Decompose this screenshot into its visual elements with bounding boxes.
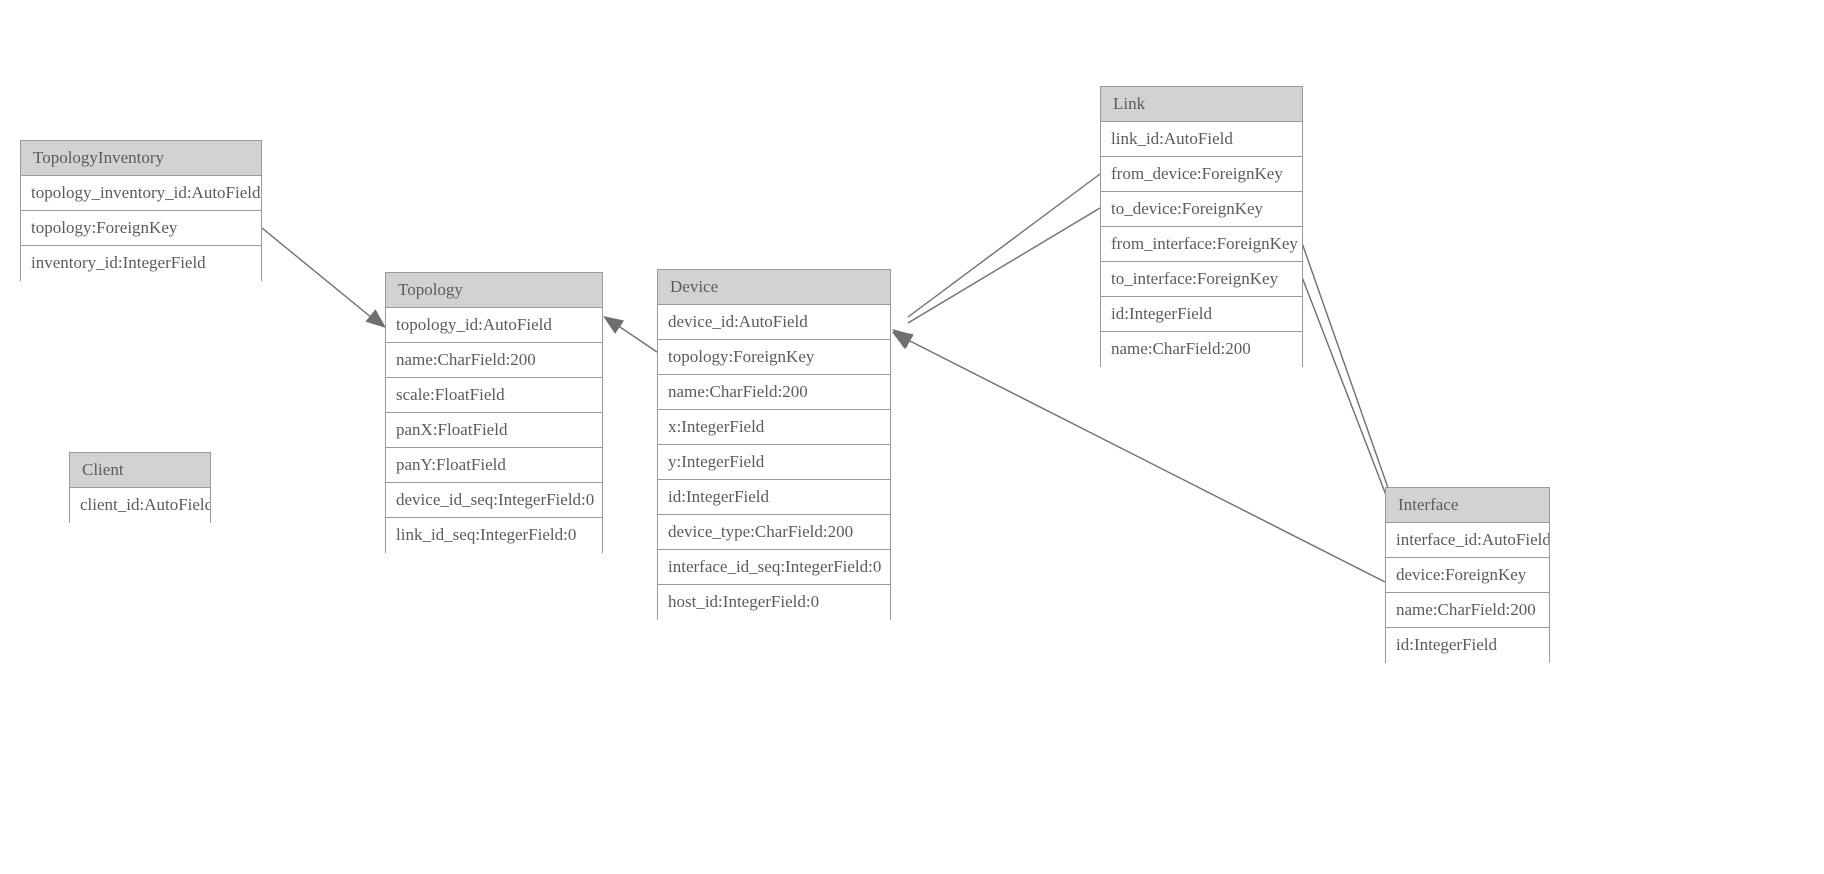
entity-title-link: Link: [1101, 87, 1302, 122]
entity-field-row: from_interface:ForeignKey: [1101, 227, 1302, 262]
entity-field-row: to_interface:ForeignKey: [1101, 262, 1302, 297]
entity-field-row: id:IntegerField: [1386, 628, 1549, 663]
entity-field-row: topology_inventory_id:AutoField: [21, 176, 261, 211]
entity-field-row: to_device:ForeignKey: [1101, 192, 1302, 227]
entity-field-row: panY:FloatField: [386, 448, 602, 483]
entity-field-row: interface_id_seq:IntegerField:0: [658, 550, 890, 585]
entity-field-row: id:IntegerField: [1101, 297, 1302, 332]
entity-field-row: x:IntegerField: [658, 410, 890, 445]
entity-field-row: name:CharField:200: [386, 343, 602, 378]
relation-arrowhead-rel-link-to-device: [892, 332, 914, 350]
entity-field-row: y:IntegerField: [658, 445, 890, 480]
relation-line-rel-link-to-interface: [1301, 276, 1397, 522]
entity-title-device: Device: [658, 270, 890, 305]
relation-line-rel-link-from-device: [907, 173, 1101, 318]
entity-field-row: interface_id:AutoField: [1386, 523, 1549, 558]
entity-field-row: topology:ForeignKey: [658, 340, 890, 375]
relation-line-rel-link-to-device: [907, 207, 1101, 324]
entity-title-client: Client: [70, 453, 210, 488]
entity-field-row: host_id:IntegerField:0: [658, 585, 890, 620]
entity-field-row: name:CharField:200: [1101, 332, 1302, 367]
entity-field-row: device_id:AutoField: [658, 305, 890, 340]
entity-field-row: device:ForeignKey: [1386, 558, 1549, 593]
entity-field-row: scale:FloatField: [386, 378, 602, 413]
entity-field-row: topology_id:AutoField: [386, 308, 602, 343]
relation-arrowhead-rel-interface-device: [892, 332, 914, 349]
entity-field-row: link_id:AutoField: [1101, 122, 1302, 157]
relation-line-rel-topologyinventory-topology: [261, 227, 373, 319]
entity-title-topology_inventory: TopologyInventory: [21, 141, 261, 176]
entity-field-row: name:CharField:200: [1386, 593, 1549, 628]
entity-field-row: link_id_seq:IntegerField:0: [386, 518, 602, 553]
relation-arrowhead-rel-link-from-device: [892, 329, 913, 348]
entity-title-interface: Interface: [1386, 488, 1549, 523]
entity-field-row: id:IntegerField: [658, 480, 890, 515]
relation-line-rel-device-topology: [616, 324, 658, 353]
entity-field-row: client_id:AutoField: [70, 488, 210, 523]
entity-field-row: inventory_id:IntegerField: [21, 246, 261, 281]
entity-field-row: device_type:CharField:200: [658, 515, 890, 550]
entity-field-row: name:CharField:200: [658, 375, 890, 410]
entity-field-row: from_device:ForeignKey: [1101, 157, 1302, 192]
entity-field-row: device_id_seq:IntegerField:0: [386, 483, 602, 518]
entity-field-row: panX:FloatField: [386, 413, 602, 448]
relation-line-rel-link-from-interface: [1301, 242, 1401, 523]
entity-title-topology: Topology: [386, 273, 602, 308]
relation-line-rel-interface-device: [907, 339, 1386, 583]
entity-field-row: topology:ForeignKey: [21, 211, 261, 246]
